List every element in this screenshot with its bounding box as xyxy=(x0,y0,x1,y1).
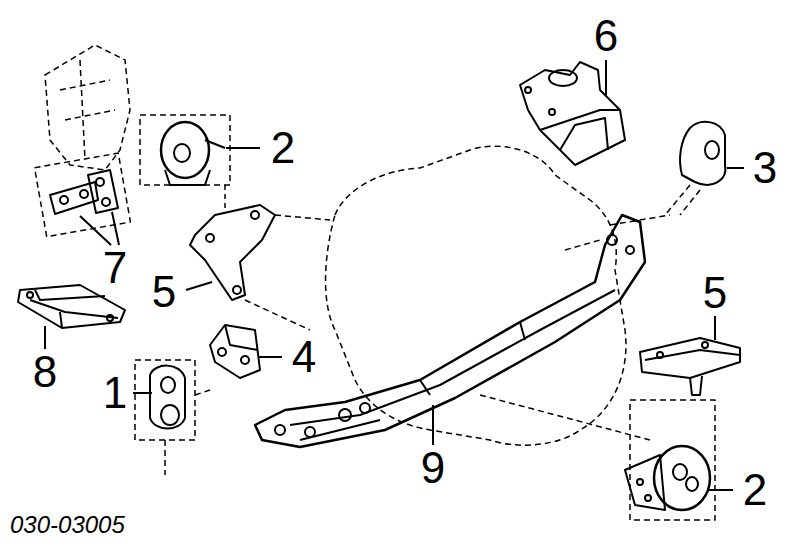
callout-number: 5 xyxy=(150,270,178,314)
leader-lines xyxy=(45,60,744,490)
mount xyxy=(625,455,665,510)
callout-number: 9 xyxy=(419,446,447,490)
mount xyxy=(150,366,185,429)
callout-number: 2 xyxy=(269,126,297,170)
plate xyxy=(88,170,118,213)
callout-number: 2 xyxy=(741,468,769,512)
damper xyxy=(18,285,125,328)
callout-number: 7 xyxy=(101,246,129,290)
part-number: 030-03005 xyxy=(8,513,127,537)
callout-number: 5 xyxy=(701,271,729,315)
engine-outline xyxy=(326,146,626,445)
callout-number: 4 xyxy=(290,335,318,379)
mount xyxy=(680,122,725,185)
callout-number: 6 xyxy=(592,14,620,58)
bracket xyxy=(210,325,260,378)
callout-number: 3 xyxy=(751,146,779,190)
crossmember xyxy=(255,215,645,447)
callout-number: 1 xyxy=(101,371,129,415)
callout-number: 8 xyxy=(31,350,59,394)
body-bracket xyxy=(45,45,130,170)
mount xyxy=(520,62,625,165)
